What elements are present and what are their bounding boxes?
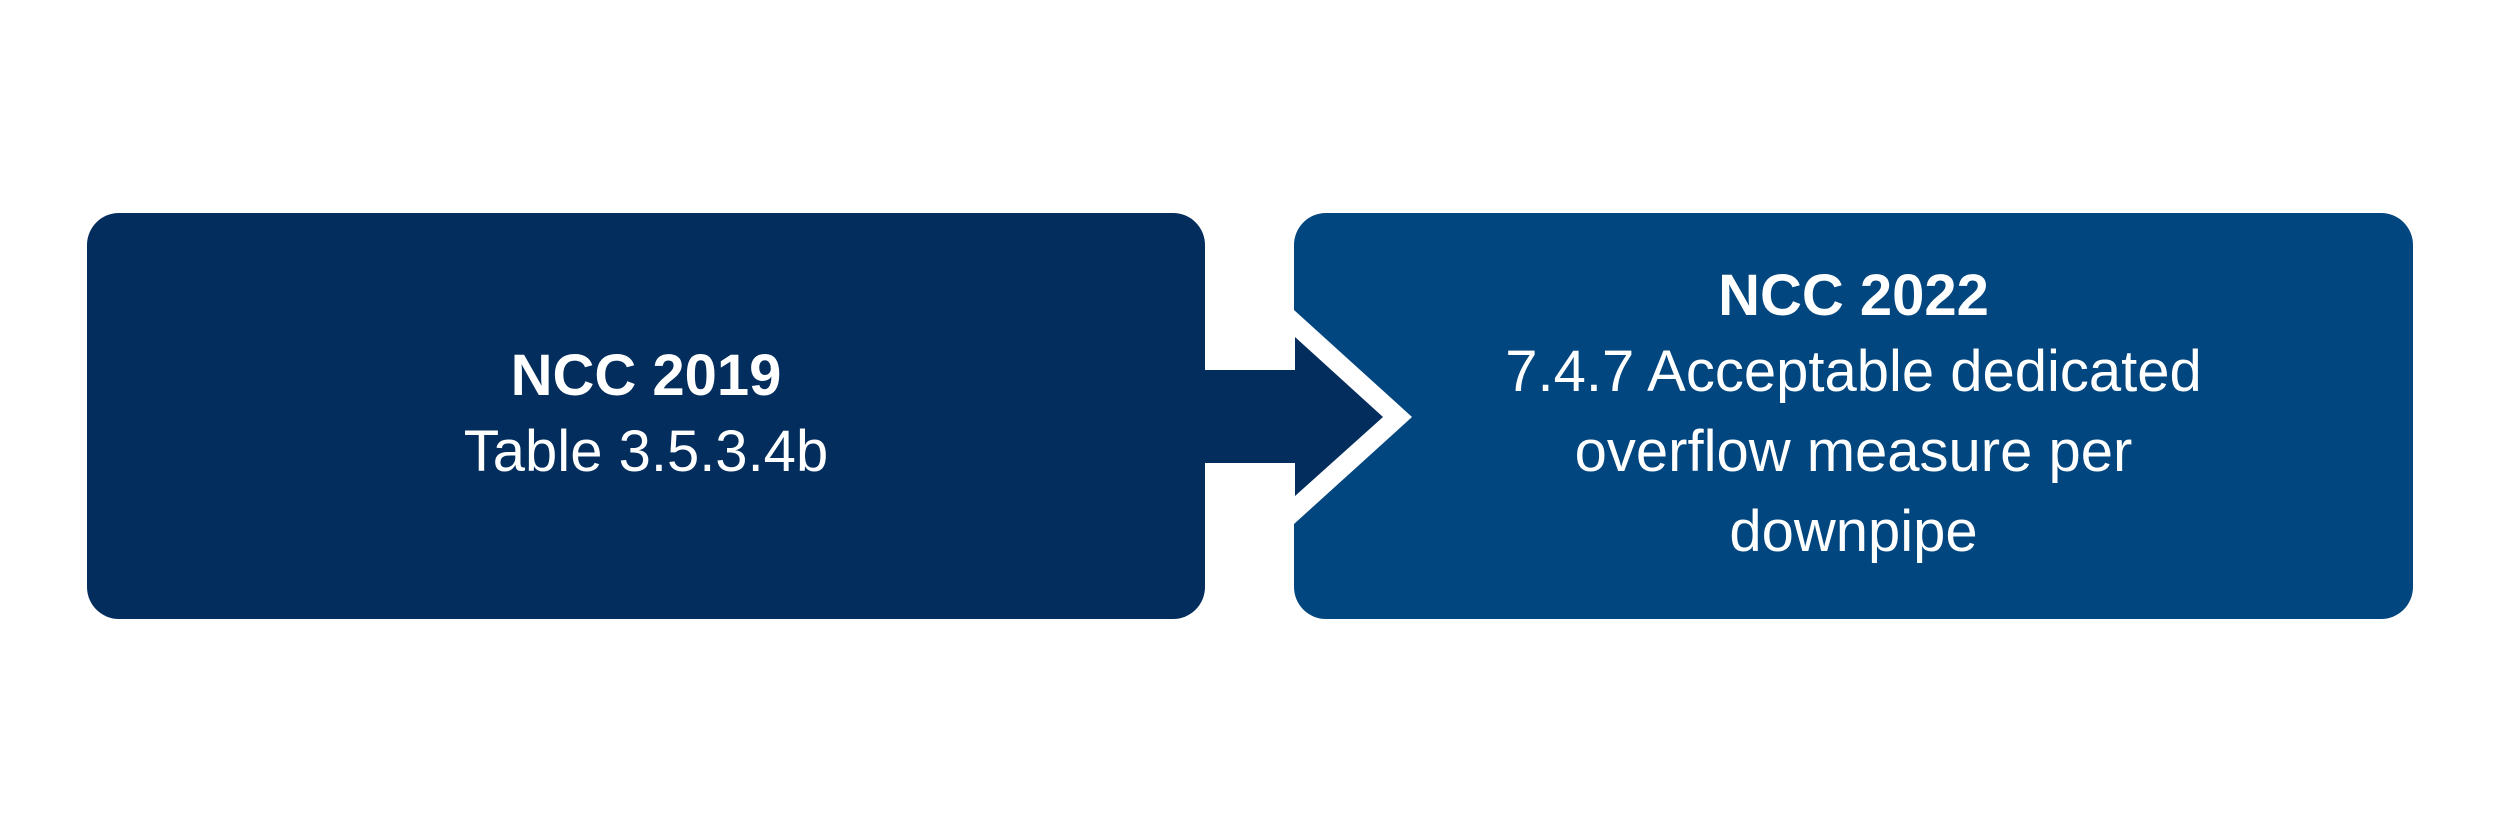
right-box-title: NCC 2022 [1718,263,1989,328]
left-box-subtitle: Table 3.5.3.4b [463,419,829,484]
ncc-2019-box: NCC 2019 Table 3.5.3.4b [87,213,1205,619]
right-box-subtitle: 7.4.7 Acceptable dedicated overflow meas… [1505,339,2202,564]
left-box-title: NCC 2019 [510,343,782,408]
ncc-2022-box: NCC 2022 7.4.7 Acceptable dedicated over… [1294,213,2413,619]
